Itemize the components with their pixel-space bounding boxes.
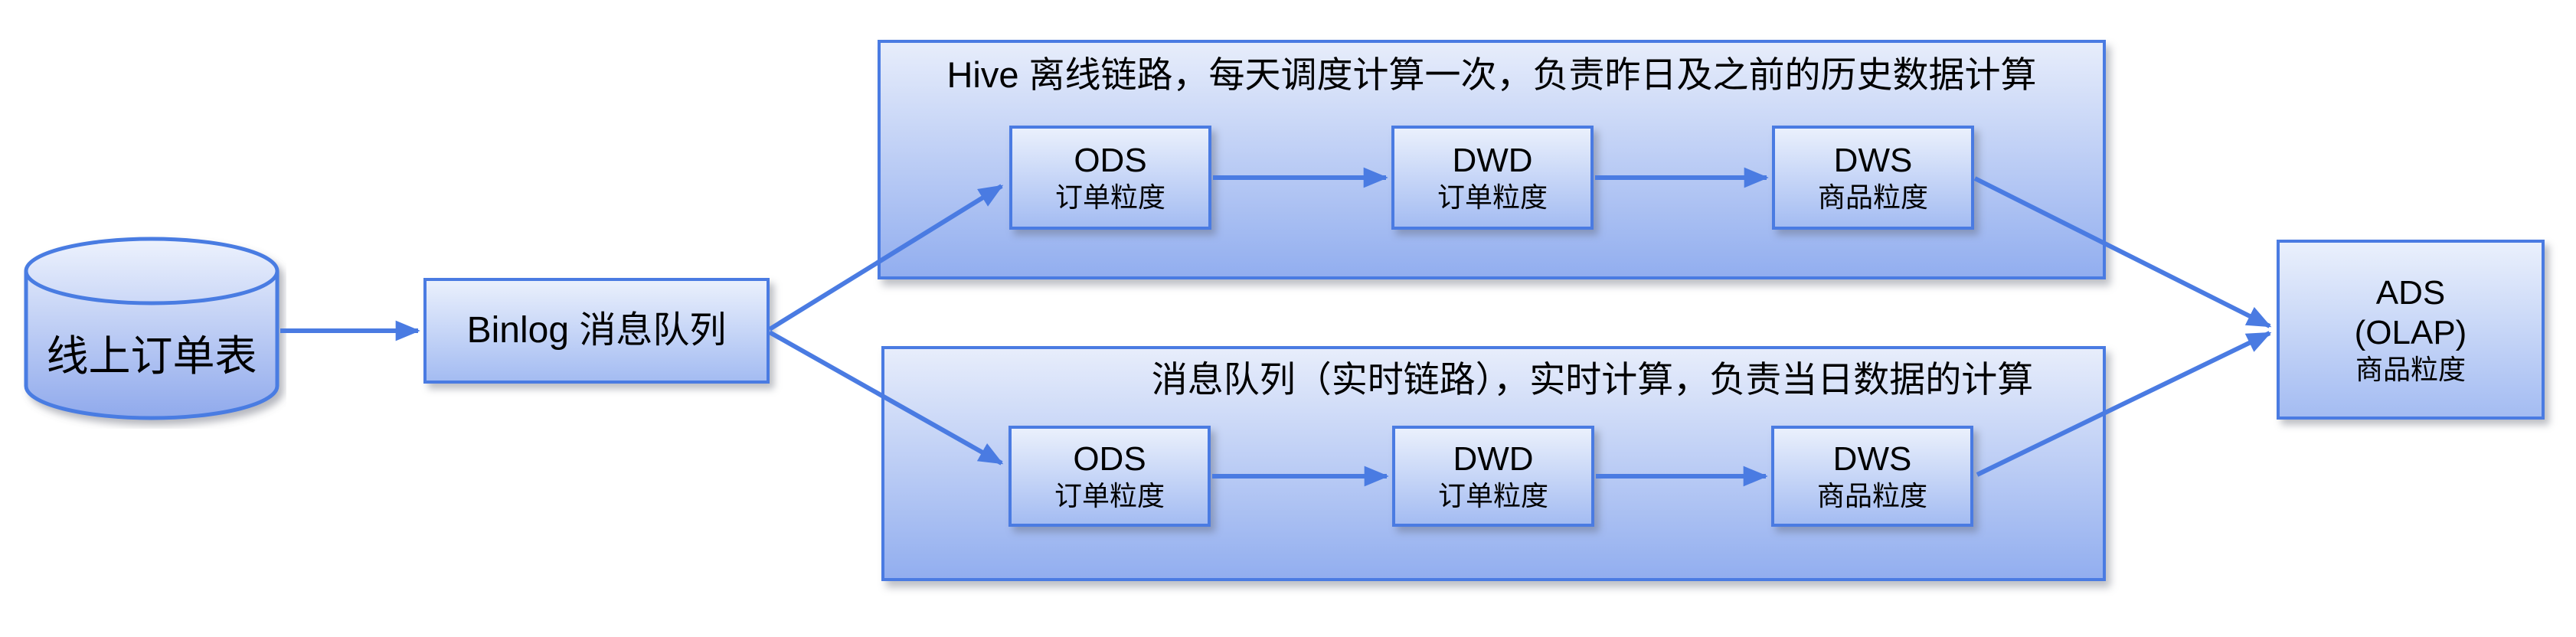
realtime-dws-name: DWS (1832, 440, 1912, 478)
database-cylinder-icon (24, 237, 280, 420)
source-table-label: 线上订单表 (46, 332, 257, 380)
realtime-dwd-granularity: 订单粒度 (1437, 480, 1548, 511)
offline-chain-title: Hive 离线链路，每天调度计算一次，负责昨日及之前的历史数据计算 (946, 54, 2037, 95)
offline-dwd-granularity: 订单粒度 (1437, 181, 1548, 213)
ads-engine: (OLAP) (2354, 313, 2467, 351)
offline-dws-name: DWS (1833, 142, 1913, 179)
realtime-ods-name: ODS (1073, 440, 1146, 478)
offline-dwd-name: DWD (1452, 142, 1533, 179)
realtime-dwd-name: DWD (1453, 440, 1534, 478)
binlog-queue-label: Binlog 消息队列 (466, 310, 727, 351)
offline-dwd-node: DWD 订单粒度 (1391, 126, 1594, 230)
offline-ods-name: ODS (1074, 142, 1147, 179)
realtime-chain-title: 消息队列（实时链路），实时计算，负责当日数据的计算 (1151, 359, 2034, 400)
realtime-ods-node: ODS 订单粒度 (1008, 426, 1211, 527)
offline-dws-granularity: 商品粒度 (1817, 181, 1928, 213)
ads-node: ADS (OLAP) 商品粒度 (2277, 240, 2545, 420)
offline-dws-node: DWS 商品粒度 (1772, 126, 1974, 230)
binlog-queue-node: Binlog 消息队列 (423, 278, 770, 384)
offline-ods-node: ODS 订单粒度 (1009, 126, 1211, 230)
realtime-dwd-node: DWD 订单粒度 (1392, 426, 1594, 527)
ads-granularity: 商品粒度 (2355, 353, 2466, 385)
realtime-dws-granularity: 商品粒度 (1816, 480, 1927, 511)
ads-name: ADS (2375, 273, 2446, 312)
offline-ods-granularity: 订单粒度 (1054, 181, 1165, 213)
realtime-ods-granularity: 订单粒度 (1054, 480, 1165, 511)
realtime-dws-node: DWS 商品粒度 (1771, 426, 1973, 527)
